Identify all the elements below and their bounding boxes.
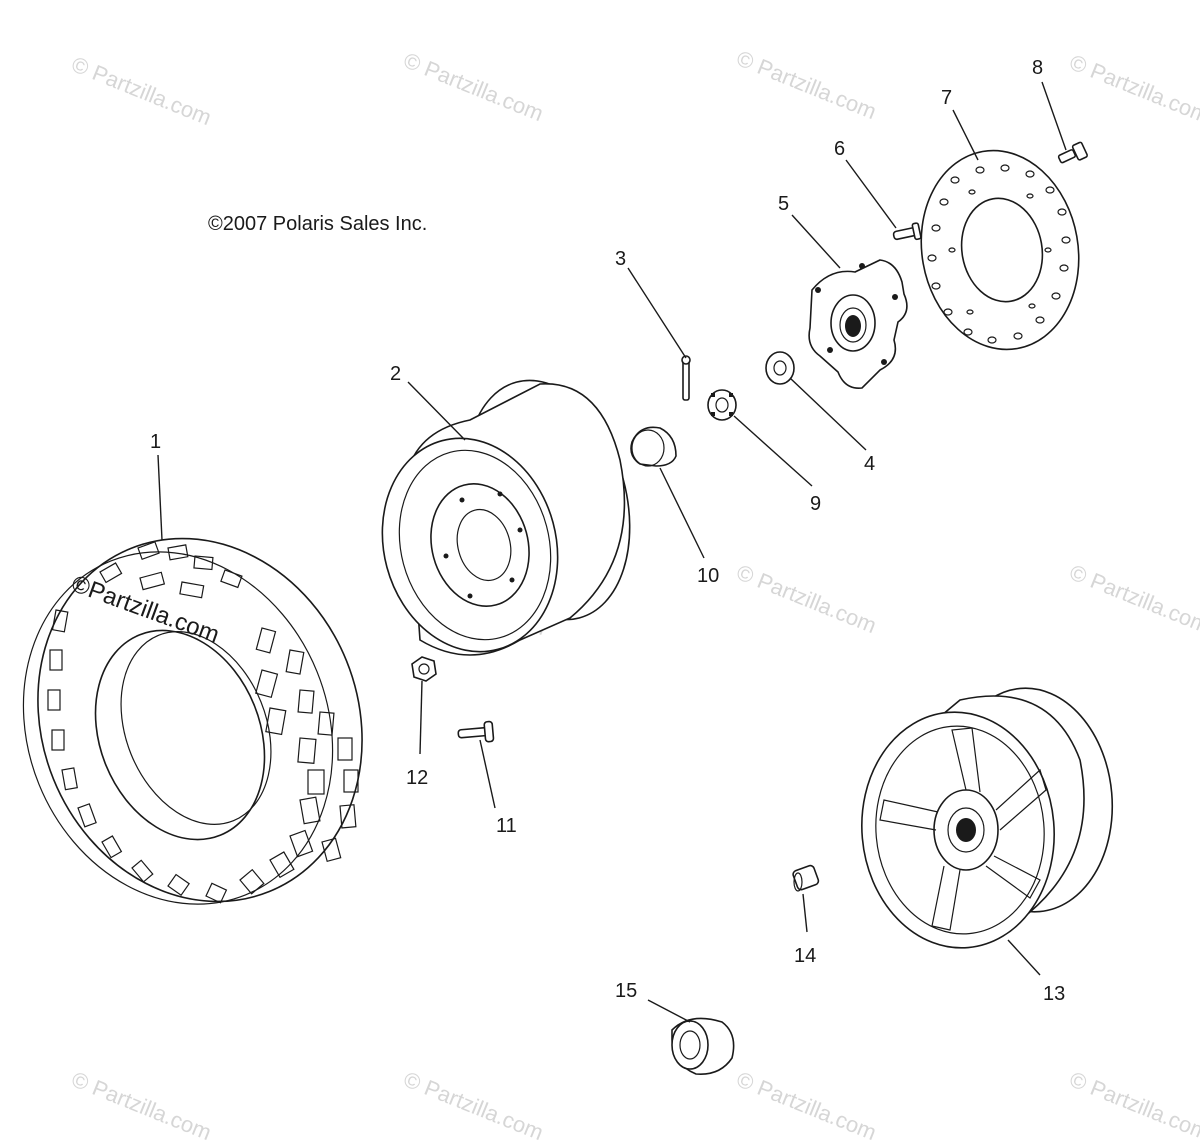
part-11-wheel-bolt[interactable] bbox=[457, 720, 495, 743]
callout-11: 11 bbox=[496, 815, 517, 837]
part-10-dust-cap[interactable] bbox=[630, 426, 677, 467]
callout-13: 13 bbox=[1043, 983, 1065, 1005]
part-1-tire[interactable]: ©Partzilla.com bbox=[0, 489, 416, 951]
callout-numbers: 1 2 3 4 5 6 7 8 9 10 11 12 13 14 15 bbox=[150, 57, 1065, 1005]
watermark-text: © Partzilla.com bbox=[1066, 49, 1200, 128]
part-14-valve-stem[interactable] bbox=[792, 864, 820, 892]
watermark-text: © Partzilla.com bbox=[400, 47, 547, 126]
callout-10: 10 bbox=[697, 565, 719, 587]
callout-8: 8 bbox=[1032, 57, 1043, 79]
part-6-stud[interactable] bbox=[892, 222, 922, 241]
part-4-washer[interactable] bbox=[765, 351, 795, 385]
callout-15: 15 bbox=[615, 980, 637, 1002]
watermark-text: © Partzilla.com bbox=[68, 51, 215, 130]
callout-7: 7 bbox=[941, 87, 952, 109]
watermark-text: © Partzilla.com bbox=[733, 45, 880, 124]
leader-lines bbox=[157, 81, 1067, 1023]
part-7-brake-disc[interactable] bbox=[906, 138, 1094, 362]
part-12-lug-nut[interactable] bbox=[411, 656, 437, 682]
watermark-text: © Partzilla.com bbox=[733, 559, 880, 638]
callout-14: 14 bbox=[794, 945, 816, 967]
watermark-text: © Partzilla.com bbox=[68, 1066, 215, 1141]
watermark-text: © Partzilla.com bbox=[1066, 559, 1200, 638]
part-8-bolt[interactable] bbox=[1057, 141, 1088, 164]
watermark-text: © Partzilla.com bbox=[733, 1066, 880, 1141]
callout-9: 9 bbox=[810, 493, 821, 515]
watermark-text: © Partzilla.com bbox=[1066, 1066, 1200, 1141]
part-13-cast-wheel[interactable] bbox=[852, 681, 1121, 956]
callout-5: 5 bbox=[778, 193, 789, 215]
copyright-notice: ©2007 Polaris Sales Inc. bbox=[208, 213, 427, 235]
callout-2: 2 bbox=[390, 363, 401, 385]
callout-3: 3 bbox=[615, 248, 626, 270]
callout-4: 4 bbox=[864, 453, 875, 475]
watermark-text: © Partzilla.com bbox=[400, 1066, 547, 1141]
part-15-center-cap[interactable] bbox=[671, 1017, 735, 1075]
callout-1: 1 bbox=[150, 431, 161, 453]
callout-12: 12 bbox=[406, 767, 428, 789]
part-9-castle-nut[interactable] bbox=[707, 389, 737, 421]
part-3-cotter-pin[interactable] bbox=[681, 355, 691, 401]
part-2-rim[interactable] bbox=[359, 362, 655, 672]
callout-6: 6 bbox=[834, 138, 845, 160]
part-5-hub[interactable] bbox=[808, 259, 908, 389]
